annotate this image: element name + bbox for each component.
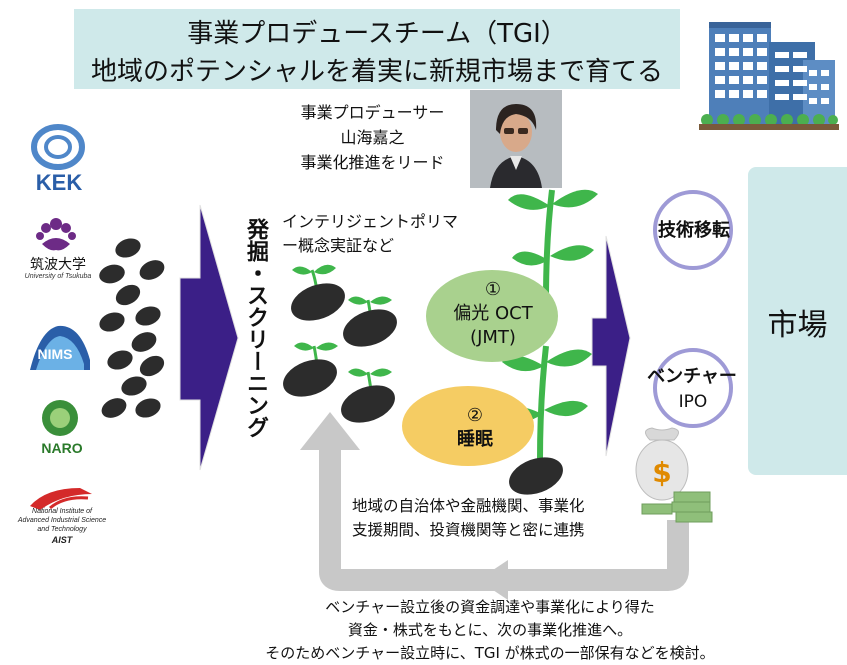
aist-logo <box>30 488 92 510</box>
kek-logo <box>31 124 85 170</box>
collaboration-line-1: 地域の自治体や金融機関、事業化 <box>352 497 585 515</box>
return-arrow-tail-head <box>478 560 508 600</box>
project-ellipse-2 <box>402 386 534 466</box>
bottom-line-3: そのためベンチャー設立時に、TGI が株式の一部保有などを検討。 <box>265 644 715 662</box>
bottom-line-2: 資金・株式をもとに、次の事業化推進へ。 <box>347 621 633 639</box>
ipo-label: IPO <box>678 392 708 412</box>
kek-label: KEK <box>35 170 83 195</box>
naro-label: NARO <box>41 440 83 456</box>
project-1-number: ① <box>484 279 502 300</box>
venture-label: ベンチャー <box>647 366 737 387</box>
svg-text:$: $ <box>652 456 671 489</box>
project-2-number: ② <box>466 405 484 426</box>
project-1-sub: (JMT) <box>470 327 516 348</box>
tsukuba-label: 筑波大学 <box>30 257 86 273</box>
output-arrow <box>591 235 631 457</box>
screening-arrow <box>179 204 239 471</box>
tech-transfer-circle <box>653 190 733 270</box>
title-line-1: 事業プロデュースチーム（TGI） <box>187 19 567 49</box>
aist-line-1: National Institute of <box>32 508 92 515</box>
aist-label: AIST <box>51 535 73 545</box>
title-banner: 事業プロデュースチーム（TGI） 地域のポテンシャルを着実に新規市場まで育てる <box>74 9 680 89</box>
nims-logo <box>30 325 90 370</box>
project-2-label: ② 睡眠 <box>410 404 540 452</box>
project-1-name: 偏光 OCT <box>453 303 533 324</box>
project-ellipse-1 <box>426 270 558 362</box>
project-2-name: 睡眠 <box>457 429 493 450</box>
project-1-label: ① 偏光 OCT (JMT) <box>428 278 558 350</box>
title-line-2: 地域のポテンシャルを着実に新規市場まで育てる <box>90 57 663 87</box>
bottom-note: ベンチャー設立後の資金調達や事業化により得た 資金・株式をもとに、次の事業化推進… <box>190 596 790 665</box>
screening-note: インテリジェントポリマー概念実証など <box>282 212 459 255</box>
bottom-line-1: ベンチャー設立後の資金調達や事業化により得た <box>325 598 655 616</box>
building-icon <box>699 22 839 130</box>
screening-label: 発掘・スクリーニング <box>243 218 268 438</box>
money-bag-icon: $ <box>635 427 713 523</box>
collaboration-line-2: 支援期間、投資機関等と密に連携 <box>352 521 585 539</box>
venture-circle <box>653 348 733 428</box>
tsukuba-logo <box>36 218 76 251</box>
raw-seeds <box>99 238 165 418</box>
aist-line-3: and Technology <box>37 526 87 533</box>
aist-fullname: National Institute of Advanced Industria… <box>6 507 118 534</box>
aist-line-2: Advanced Industrial Science <box>17 517 107 524</box>
tech-transfer-label: 技術移転 <box>658 220 730 241</box>
nims-label: NIMS <box>37 346 73 362</box>
return-arrow-head <box>300 412 360 450</box>
sprouting-seeds <box>283 264 397 423</box>
producer-info: 事業プロデューサー 山海嘉之 事業化推進をリード <box>280 100 465 175</box>
tsukuba-en-label: University of Tsukuba <box>24 273 92 280</box>
collaboration-note: 地域の自治体や金融機関、事業化 支援期間、投資機関等と密に連携 <box>352 494 642 542</box>
producer-role: 事業プロデューサー <box>300 103 445 122</box>
naro-logo <box>42 400 78 436</box>
producer-name: 山海嘉之 <box>340 128 405 147</box>
producer-description: 事業化推進をリード <box>300 153 445 172</box>
market-box: 市場 <box>748 167 847 475</box>
producer-photo <box>470 90 562 188</box>
market-label: 市場 <box>767 308 828 343</box>
grown-plants <box>502 189 598 495</box>
